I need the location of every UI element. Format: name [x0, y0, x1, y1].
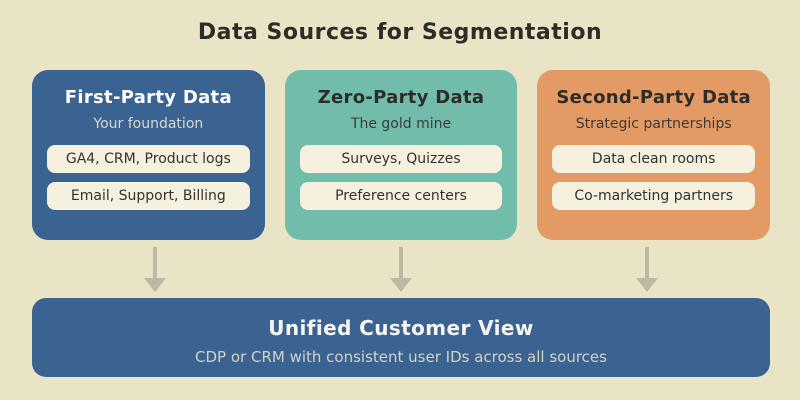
card-first-party-data: First-Party Data Your foundation GA4, CR…: [32, 70, 265, 240]
down-arrow-icon: [390, 240, 412, 298]
down-arrow-icon: [144, 240, 166, 298]
data-source-pill: Preference centers: [299, 182, 503, 210]
data-source-pill: Email, Support, Billing: [47, 182, 250, 210]
arrows-row: [32, 240, 770, 298]
card-subtitle: Strategic partnerships: [575, 116, 732, 132]
unified-customer-view-box: Unified Customer View CDP or CRM with co…: [32, 298, 770, 377]
card-zero-party-data: Zero-Party Data The gold mine Surveys, Q…: [284, 70, 518, 240]
card-title: Zero-Party Data: [317, 87, 485, 108]
footer-subtitle: CDP or CRM with consistent user IDs acro…: [195, 348, 607, 366]
cards-row: First-Party Data Your foundation GA4, CR…: [32, 70, 771, 240]
data-source-pill: GA4, CRM, Product logs: [47, 145, 250, 173]
card-subtitle: The gold mine: [350, 116, 452, 132]
footer-title: Unified Customer View: [268, 316, 534, 340]
data-source-pill: Data clean rooms: [552, 145, 756, 173]
card-title: Second-Party Data: [556, 87, 751, 108]
page-title: Data Sources for Segmentation: [197, 20, 603, 45]
data-source-pill: Surveys, Quizzes: [299, 145, 503, 173]
card-subtitle: Your foundation: [93, 116, 204, 132]
data-source-pill: Co-marketing partners: [552, 182, 756, 210]
card-title: First-Party Data: [64, 87, 232, 108]
down-arrow-icon: [636, 240, 658, 298]
card-second-party-data: Second-Party Data Strategic partnerships…: [537, 70, 771, 240]
